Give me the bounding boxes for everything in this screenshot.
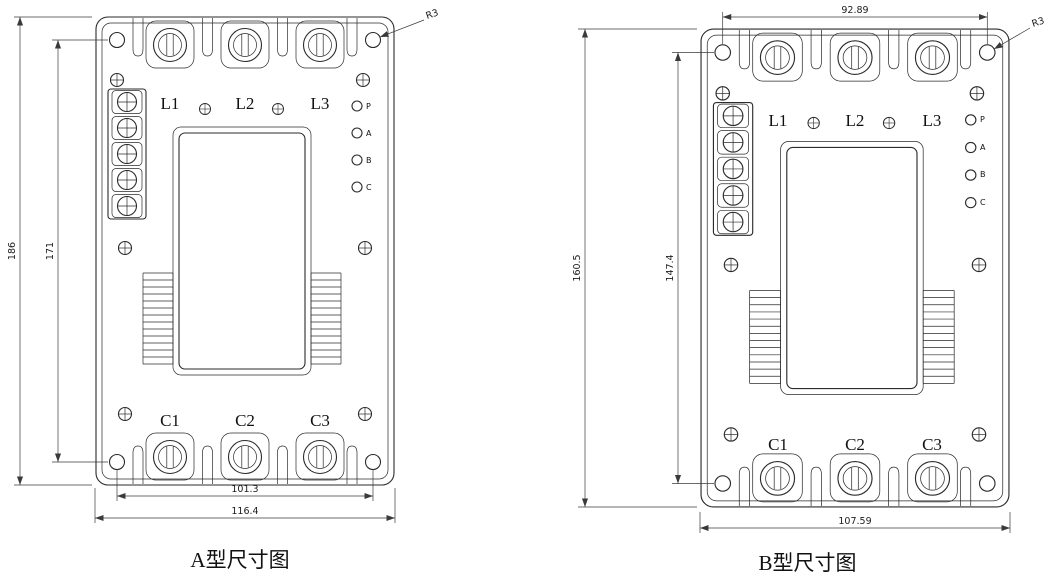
led-label-a: A: [366, 129, 372, 138]
caption-type-b: B型尺寸图: [758, 551, 857, 575]
terminal-label-c2: C2: [845, 435, 865, 454]
led-label-b: B: [980, 170, 986, 179]
type-a-drawing: L1 L2 L3 C1 C2 C3 P A B C 186 171 101.3: [7, 7, 440, 523]
dim-overall-height-b: 160.5: [572, 28, 697, 508]
dim-overall-width-a: 116.4: [94, 488, 396, 523]
led-label-c: C: [366, 183, 372, 192]
terminal-label-l2: L2: [846, 111, 865, 130]
dim-text-hole-span-width-a: 101.3: [231, 484, 258, 495]
led-label-a: A: [980, 143, 986, 152]
dim-overall-height-a: 186: [7, 16, 92, 486]
dim-overall-width-b: 107.59: [699, 512, 1011, 533]
corner-radius-callout-a: R3: [379, 7, 440, 38]
led-label-p: P: [366, 102, 371, 111]
terminal-label-l3: L3: [923, 111, 942, 130]
dim-text-hole-span-width-b: 92.89: [841, 5, 868, 16]
terminal-label-l2: L2: [236, 94, 255, 113]
terminal-label-c3: C3: [922, 435, 942, 454]
dim-text-corner-radius-a: R3: [425, 7, 440, 21]
dim-hole-span-width-a: 101.3: [116, 470, 374, 501]
dim-hole-span-width-b: 92.89: [722, 5, 988, 44]
terminal-label-l1: L1: [769, 111, 788, 130]
terminal-label-c3: C3: [310, 411, 330, 430]
dim-text-overall-height-a: 186: [7, 242, 18, 260]
dim-text-corner-radius-b: R3: [1031, 15, 1046, 29]
dim-hole-span-height-b: 147.4: [665, 52, 714, 484]
terminal-label-l1: L1: [161, 94, 180, 113]
dim-hole-span-height-a: 171: [45, 39, 108, 463]
led-label-p: P: [980, 115, 985, 124]
led-label-c: C: [980, 198, 986, 207]
dim-text-overall-height-b: 160.5: [572, 254, 583, 281]
type-b-drawing: L1 L2 L3 C1 C2 C3 P A B C 92.89 R3 160.5: [572, 5, 1046, 533]
terminal-label-c1: C1: [768, 435, 788, 454]
terminal-label-c1: C1: [160, 411, 180, 430]
caption-type-a: A型尺寸图: [190, 548, 290, 572]
dim-text-hole-span-height-a: 171: [45, 242, 56, 260]
terminal-label-l3: L3: [311, 94, 330, 113]
dim-text-hole-span-height-b: 147.4: [665, 254, 676, 281]
led-label-b: B: [366, 156, 372, 165]
terminal-label-c2: C2: [235, 411, 255, 430]
corner-radius-callout-b: R3: [993, 15, 1046, 50]
dim-text-overall-width-b: 107.59: [838, 516, 871, 527]
dim-text-overall-width-a: 116.4: [231, 506, 258, 517]
